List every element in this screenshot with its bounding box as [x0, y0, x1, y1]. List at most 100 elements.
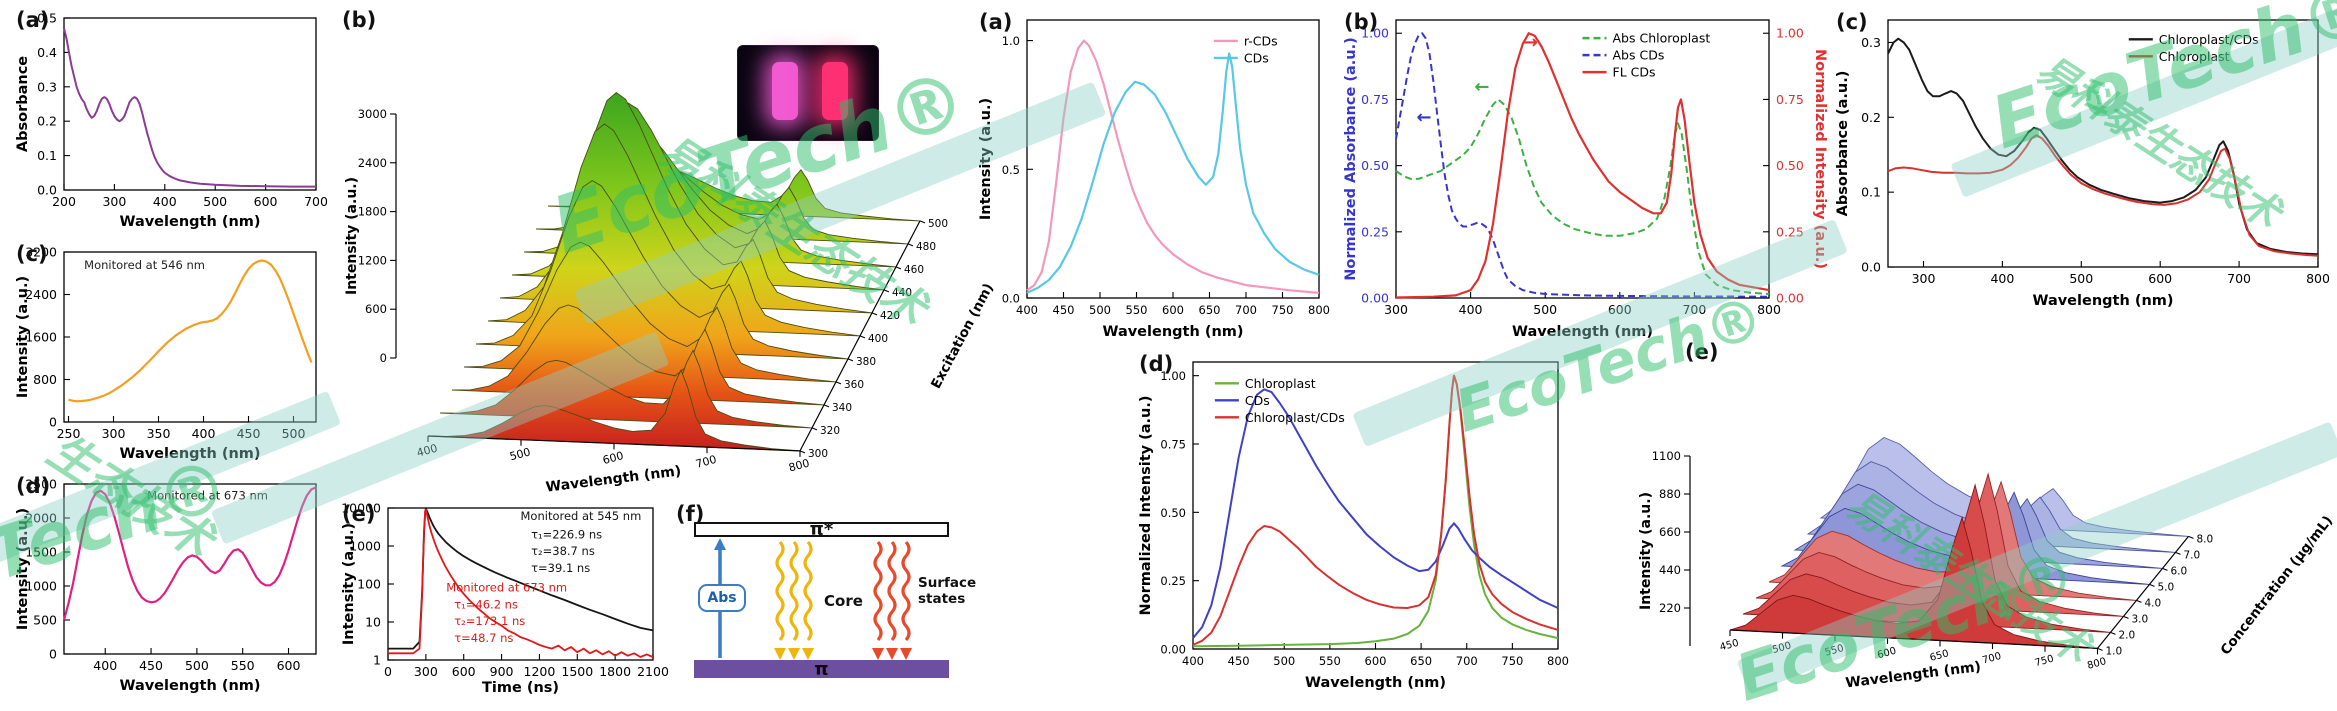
svg-text:Wavelength (nm): Wavelength (nm): [1305, 675, 1446, 691]
svg-text:480: 480: [916, 241, 936, 253]
energy-diagram: π* π Abs Core Surface states: [682, 508, 976, 692]
svg-text:600: 600: [1365, 654, 1387, 668]
svg-text:420: 420: [880, 310, 900, 322]
svg-text:500: 500: [1273, 654, 1295, 668]
svg-text:550: 550: [1319, 654, 1341, 668]
panel-label: (f): [676, 502, 705, 526]
svg-text:0.00: 0.00: [1361, 291, 1389, 306]
svg-text:1600: 1600: [25, 330, 57, 345]
svg-text:0: 0: [49, 647, 57, 662]
svg-text:0.50: 0.50: [1776, 158, 1804, 173]
svg-text:360: 360: [844, 379, 864, 391]
svg-text:700: 700: [1235, 303, 1257, 317]
svg-text:2000: 2000: [25, 511, 57, 526]
svg-text:1100: 1100: [1652, 449, 1681, 463]
svg-text:400: 400: [1459, 302, 1483, 317]
waterfall-row-300: [427, 369, 801, 452]
svg-text:0.2: 0.2: [1861, 110, 1881, 125]
svg-text:←: ←: [1474, 76, 1489, 97]
pi-level: π: [694, 658, 949, 680]
svg-text:600: 600: [1162, 303, 1184, 317]
panel-label: (a): [16, 8, 50, 32]
waterfall-row-1: [1729, 515, 2098, 649]
svg-text:0: 0: [384, 664, 392, 679]
svg-text:460: 460: [904, 264, 924, 276]
svg-text:300: 300: [1912, 271, 1936, 286]
svg-text:800: 800: [1308, 303, 1330, 317]
svg-text:τ=39.1 ns: τ=39.1 ns: [531, 561, 590, 575]
svg-text:440: 440: [892, 287, 912, 299]
svg-text:600: 600: [1608, 302, 1632, 317]
pi-label: π: [814, 658, 829, 680]
svg-text:300: 300: [102, 194, 126, 209]
svg-text:τ₁=226.9 ns: τ₁=226.9 ns: [531, 527, 602, 541]
svg-text:0.3: 0.3: [37, 79, 57, 94]
svg-text:1: 1: [373, 653, 381, 668]
svg-text:0.50: 0.50: [1361, 158, 1389, 173]
svg-text:Chloroplast: Chloroplast: [2159, 49, 2230, 64]
svg-text:1.0: 1.0: [1002, 34, 1020, 48]
svg-text:Wavelength (nm): Wavelength (nm): [1102, 324, 1243, 340]
svg-text:1500: 1500: [561, 664, 593, 679]
svg-text:500: 500: [1533, 302, 1557, 317]
svg-text:2500: 2500: [25, 477, 57, 492]
svg-text:Normalized Absorbance (a.u.): Normalized Absorbance (a.u.): [1343, 37, 1359, 280]
svg-text:0.0: 0.0: [37, 183, 57, 198]
panel-label: (e): [342, 502, 376, 526]
svg-text:Intensity (a.u.): Intensity (a.u.): [341, 523, 357, 645]
svg-text:250: 250: [57, 426, 81, 441]
svg-text:350: 350: [147, 426, 171, 441]
svg-text:Monitored at 545 nm: Monitored at 545 nm: [521, 509, 642, 523]
svg-text:0.25: 0.25: [1776, 224, 1804, 239]
plot-frame: [1395, 19, 1770, 299]
svg-text:0.00: 0.00: [1160, 643, 1186, 657]
svg-text:500: 500: [203, 194, 227, 209]
svg-text:Intensity (a.u.): Intensity (a.u.): [344, 177, 360, 295]
svg-text:700: 700: [1682, 302, 1706, 317]
svg-text:300: 300: [102, 426, 126, 441]
svg-text:5.0: 5.0: [2158, 581, 2175, 593]
plot-frame: [1026, 19, 1320, 299]
svg-text:CDs: CDs: [1244, 50, 1269, 65]
svg-text:400: 400: [153, 194, 177, 209]
svg-text:320: 320: [820, 425, 840, 437]
series-le: [388, 508, 654, 658]
svg-text:1.0: 1.0: [2106, 645, 2123, 657]
svg-text:880: 880: [1659, 487, 1681, 501]
series-Abs CDs: [1395, 32, 1770, 298]
svg-text:450: 450: [1053, 303, 1075, 317]
svg-text:Wavelength (nm): Wavelength (nm): [545, 463, 682, 495]
svg-text:700: 700: [2227, 271, 2251, 286]
svg-text:500: 500: [33, 613, 57, 628]
svg-text:0.2: 0.2: [37, 114, 57, 129]
svg-text:←: ←: [1417, 107, 1432, 128]
svg-text:6.0: 6.0: [2171, 565, 2188, 577]
svg-text:0.4: 0.4: [37, 45, 57, 60]
svg-text:1200: 1200: [358, 253, 387, 267]
svg-text:4.0: 4.0: [2145, 597, 2162, 609]
pi-star-level: π*: [694, 519, 949, 540]
svg-text:Wavelength (nm): Wavelength (nm): [119, 214, 260, 230]
svg-text:8.0: 8.0: [2197, 533, 2214, 545]
svg-text:Wavelength (nm): Wavelength (nm): [119, 446, 260, 462]
svg-text:Intensity (a.u.): Intensity (a.u.): [15, 276, 31, 398]
svg-text:10000: 10000: [341, 501, 381, 516]
svg-text:Intensity (a.u.): Intensity (a.u.): [15, 508, 31, 630]
svg-text:500: 500: [508, 445, 532, 463]
svg-text:220: 220: [1659, 601, 1681, 615]
svg-text:2.0: 2.0: [2119, 629, 2136, 641]
svg-text:Time (ns): Time (ns): [482, 680, 559, 696]
series-r-CDs: [1026, 39, 1320, 294]
